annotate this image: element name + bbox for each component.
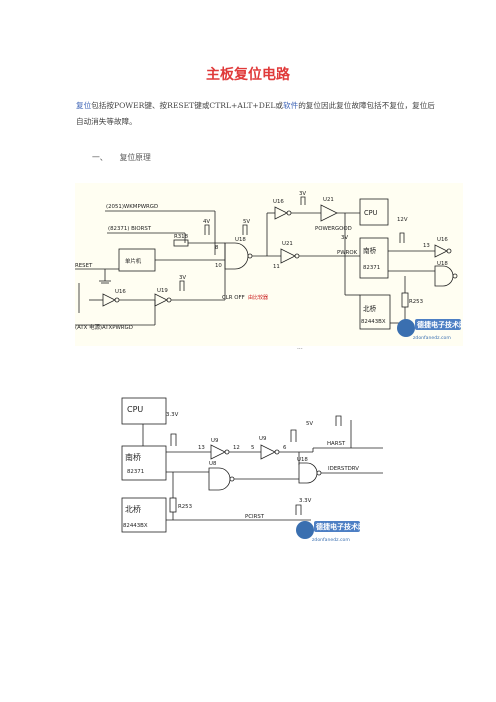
label-wkmpwrgd: (2051)WKMPWRGD (106, 204, 158, 210)
fig2-label-pin6: 6 (283, 445, 287, 451)
label-pin10: 10 (215, 263, 222, 269)
label-atx: (ATX 电源)ATXPWRGD (75, 323, 133, 331)
reset-circuit-diagram-1: (2051)WKMPWRGD (82371) BIORST R318 单片机 R… (75, 183, 466, 346)
label-u21-top: U21 (323, 197, 334, 203)
section-title: 复位原理 (119, 153, 151, 162)
label-12v: 12V (397, 217, 408, 223)
label-north-chip: 82443BX (361, 319, 386, 325)
fig2-label-north: 北桥 (125, 504, 141, 514)
fig2-label-u18: U18 (297, 457, 308, 463)
fig2-label-u9b: U9 (259, 436, 267, 442)
label-u21: U21 (282, 241, 293, 247)
link-reset[interactable]: 复位 (76, 101, 92, 110)
label-chip: 单片机 (125, 257, 142, 265)
watermark-text: 德捷电子技术网 (417, 320, 463, 329)
label-reset: RESET (75, 263, 93, 269)
circuit-svg-1: (2051)WKMPWRGD (82371) BIORST R318 单片机 R… (75, 191, 466, 341)
fig2-label-pcirst: PCIRST (245, 514, 265, 520)
label-3v-mid: 3V (341, 235, 348, 241)
label-powergood: POWERGOOD (315, 226, 352, 232)
label-r318: R318 (174, 234, 189, 240)
fig2-label-u9: U9 (211, 438, 219, 444)
label-r253: R253 (409, 299, 423, 305)
watermark-2: 德捷电子技术网 zdonfanedz.com (296, 521, 365, 543)
intro-text-a: 包括按POWER键、按RESET键或CTRL+ALT+DEL或 (91, 101, 284, 110)
label-pin13: 13 (423, 243, 430, 249)
label-u16-top: U16 (273, 199, 284, 205)
watermark-url: zdonfanedz.com (312, 537, 350, 543)
label-pwrok: PWROK (337, 250, 358, 256)
section-number: 一、 (92, 153, 108, 162)
fig2-label-south-chip: 82371 (127, 469, 144, 475)
fig2-label-u8: U8 (209, 461, 217, 467)
label-clr-note: 由比较器 (248, 294, 268, 301)
label-3v-top: 3V (299, 191, 306, 197)
fig2-label-north-chip: 82443BX (123, 523, 148, 529)
label-pin8: 8 (215, 245, 219, 251)
section-heading: 一、 复位原理 (92, 152, 151, 163)
fig2-label-cpu: CPU (127, 405, 143, 414)
label-u18-right: U18 (437, 261, 448, 267)
link-software[interactable]: 软件 (283, 101, 299, 110)
fig2-label-r253: R253 (178, 504, 192, 510)
reset-circuit-diagram-2: CPU 3.3V 南桥 82371 U9 13 12 U9 5 6 5V HAR… (121, 390, 383, 548)
label-south-chip: 82371 (363, 265, 380, 271)
label-4v: 4V (203, 219, 210, 225)
label-u16-right: U16 (437, 237, 448, 243)
label-biorst: (82371) BIORST (108, 226, 152, 232)
label-south-bridge: 南桥 (363, 246, 377, 255)
fig2-label-pin12: 12 (233, 445, 240, 451)
fig2-label-pin13: 13 (198, 445, 205, 451)
fig2-label-hareset: HARST (327, 441, 346, 447)
label-5v: 5V (243, 219, 250, 225)
label-cpu: CPU (364, 209, 378, 217)
label-clr: CLR OFF (222, 295, 245, 301)
document-title: 主板复位电路 (206, 67, 290, 83)
watermark-logo-icon (397, 319, 415, 337)
watermark-url: zdonfanedz.com (413, 335, 451, 341)
watermark-logo-icon (296, 521, 314, 539)
fig2-label-pin5: 5 (251, 445, 254, 451)
fig2-label-idersty: IDERSTDRV (328, 466, 359, 472)
circuit-svg-2: CPU 3.3V 南桥 82371 U9 13 12 U9 5 6 5V HAR… (121, 397, 383, 543)
intro-text-b: 的复位因此复位故障包括不复位，复位后自动消失等故障。 (76, 101, 435, 126)
label-u16: U16 (115, 289, 126, 295)
label-u18: U18 (235, 237, 246, 243)
fig2-label-33v2: 3.3V (299, 498, 312, 504)
watermark-text: 德捷电子技术网 (316, 522, 365, 531)
label-north-bridge: 北桥 (363, 304, 377, 313)
label-u19: U19 (157, 288, 168, 294)
label-pin11: 11 (273, 264, 280, 270)
fig2-label-5v: 5V (306, 421, 313, 427)
intro-paragraph: 复位包括按POWER键、按RESET键或CTRL+ALT+DEL或软件的复位因此… (76, 98, 436, 130)
fig2-label-33v: 3.3V (166, 412, 179, 418)
label-3v: 3V (179, 275, 186, 281)
figure-dots: ... (297, 344, 303, 351)
watermark-1: 德捷电子技术网 zdonfanedz.com (397, 319, 466, 341)
fig2-label-south: 南桥 (125, 452, 141, 462)
